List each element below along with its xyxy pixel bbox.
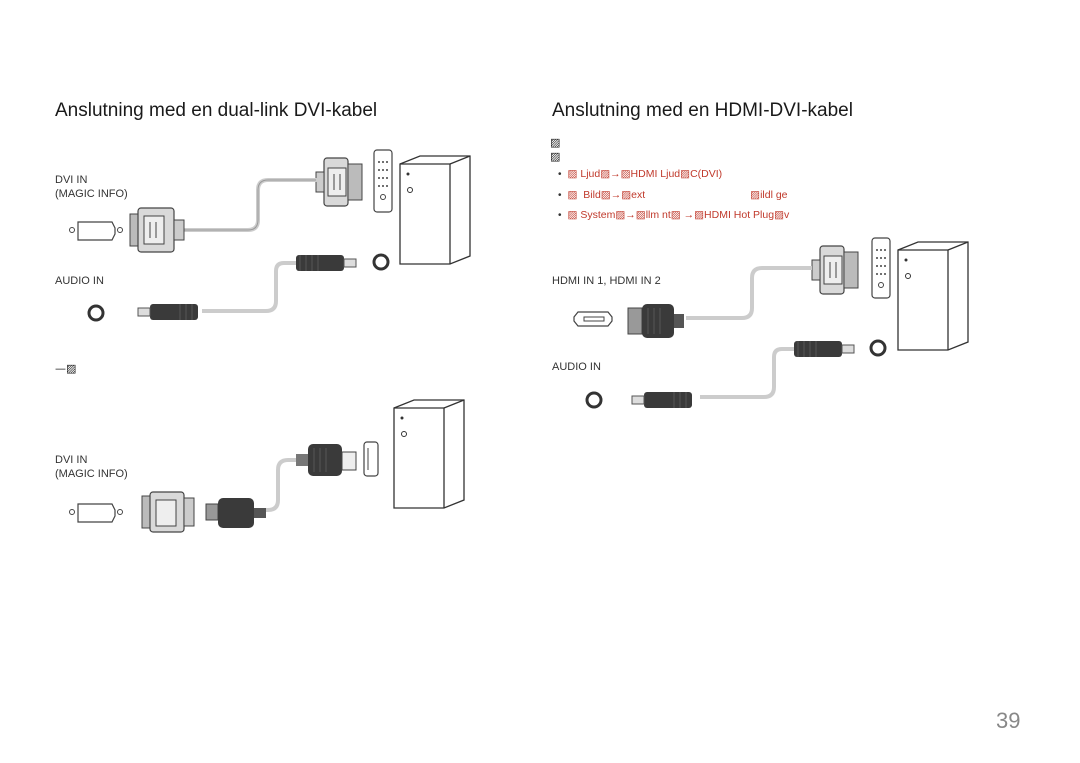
dvi-in-label: DVI IN: [55, 174, 88, 186]
bullet-item: • ▨ System▨→▨llm nt▨ →▨HDMI Hot Plug▨v: [558, 209, 789, 221]
page-number: 39: [996, 708, 1021, 733]
hdmi-dvi-diagram: [573, 237, 969, 409]
audio-in-label: AUDIO IN: [55, 275, 104, 287]
bullet-dot: •: [558, 168, 562, 180]
bullet-dot: •: [558, 189, 562, 201]
hdmi-in-label: HDMI IN 1, HDMI IN 2: [552, 275, 661, 287]
bullet-text: ▨ Ljud▨→▨HDMI Ljud▨C(DVI): [567, 168, 723, 180]
glyph-line-1: ▨: [550, 136, 561, 149]
dvi-diagram-2: [68, 399, 465, 533]
bullet-item: • ▨ Bild▨→▨ext ▨ildl ge: [558, 189, 788, 201]
magic-info-label-2: (MAGIC INFO): [55, 468, 128, 480]
bullet-text: ▨ System▨→▨llm nt▨ →▨HDMI Hot Plug▨v: [567, 209, 790, 221]
note-glyph: —▨: [55, 362, 77, 375]
right-heading: Anslutning med en HDMI-DVI-kabel: [552, 100, 853, 121]
bullet-dot: •: [558, 209, 562, 221]
bullet-item: • ▨ Ljud▨→▨HDMI Ljud▨C(DVI): [558, 168, 722, 180]
magic-info-label: (MAGIC INFO): [55, 188, 128, 200]
bullet-text: ▨ Bild▨→▨ext ▨ildl ge: [567, 189, 788, 201]
glyph-line-2: ▨: [550, 150, 561, 163]
audio-in-label-right: AUDIO IN: [552, 361, 601, 373]
left-heading: Anslutning med en dual-link DVI-kabel: [55, 100, 378, 121]
dvi-diagram-1: [68, 149, 471, 322]
dvi-in-label-2: DVI IN: [55, 454, 88, 466]
